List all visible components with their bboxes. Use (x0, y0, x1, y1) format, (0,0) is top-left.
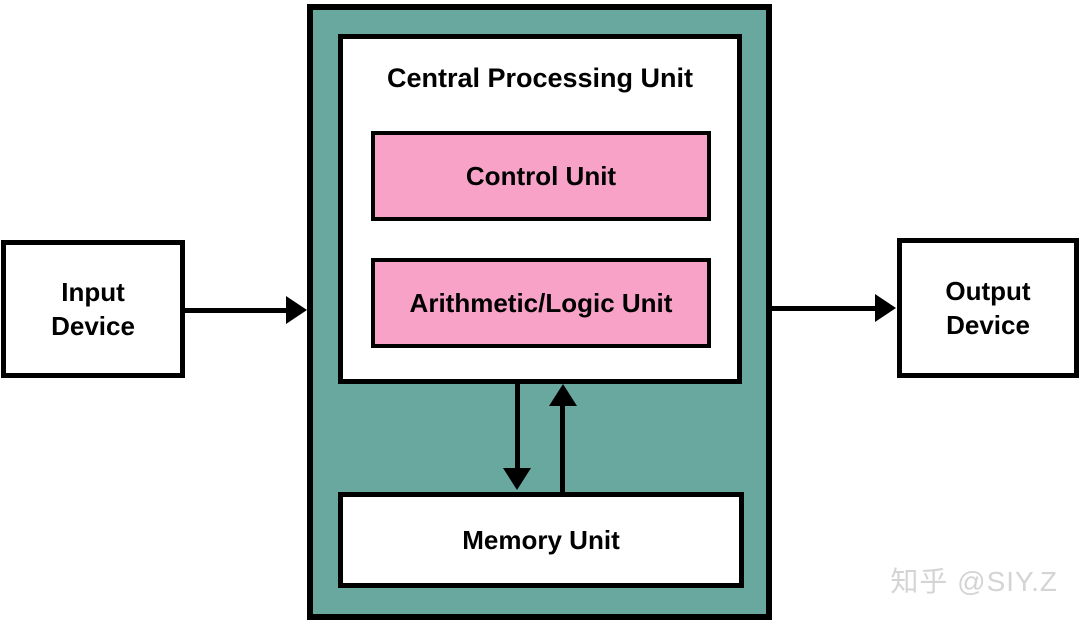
arrow-shaft (515, 384, 520, 468)
cpu-inner-panel: Central Processing Unit Control Unit Ari… (338, 34, 742, 384)
memory-unit-label: Memory Unit (462, 524, 620, 555)
arrow-head-icon (286, 296, 307, 324)
output-device-box: Output Device (897, 238, 1079, 378)
cpu-block: Central Processing Unit Control Unit Ari… (307, 4, 772, 620)
control-unit-label: Control Unit (465, 160, 617, 191)
input-device-label: Input Device (51, 277, 135, 341)
input-device-box: Input Device (1, 240, 185, 378)
arithmetic-logic-unit-box: Arithmetic/Logic Unit (371, 258, 711, 348)
arrow-head-icon (549, 384, 577, 406)
arrow-shaft (772, 306, 876, 311)
control-unit-box: Control Unit (371, 131, 711, 221)
watermark: 知乎 @SIY.Z (890, 566, 1058, 597)
arrow-shaft (185, 308, 287, 313)
arrow-head-icon (875, 294, 896, 322)
arrow-head-icon (503, 468, 531, 490)
arrow-shaft (560, 406, 565, 493)
arithmetic-logic-unit-label: Arithmetic/Logic Unit (409, 287, 673, 318)
cpu-title: Central Processing Unit (386, 63, 694, 93)
output-device-label: Output Device (945, 276, 1031, 340)
memory-unit-box: Memory Unit (338, 492, 744, 588)
